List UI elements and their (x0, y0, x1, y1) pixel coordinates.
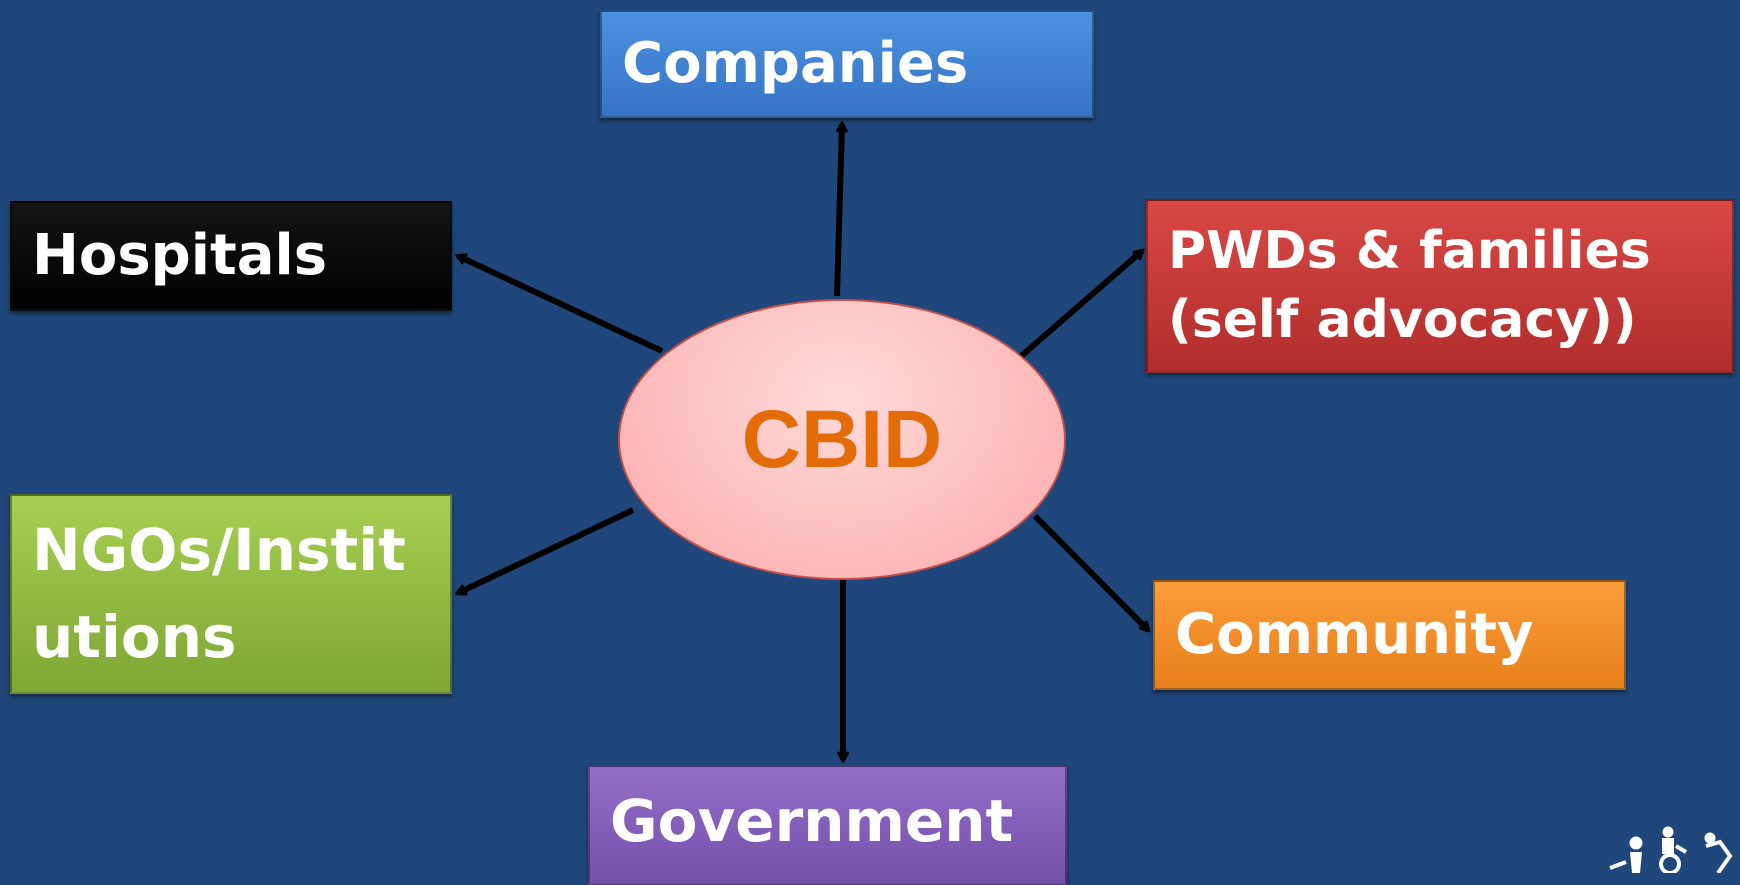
hub-cbid: CBID (618, 299, 1066, 580)
node-ngos-line1: NGOs/Instit (32, 516, 406, 584)
node-pwds-families: PWDs & families (self advocacy)) (1146, 199, 1734, 373)
node-ngos-institutions: NGOs/Instit utions (10, 494, 452, 694)
node-ngos-line2: utions (32, 603, 237, 671)
node-government: Government (588, 765, 1067, 885)
node-pwds-line2: (self advocacy)) (1168, 290, 1637, 350)
arrow-to-pwds (1018, 251, 1142, 360)
disability-people-icon (1609, 826, 1733, 873)
node-companies-label: Companies (622, 31, 969, 97)
arrow-to-companies (834, 124, 842, 297)
node-community-label: Community (1175, 602, 1534, 668)
hub-label: CBID (741, 393, 943, 485)
node-hospitals: Hospitals (10, 201, 452, 311)
node-community: Community (1153, 580, 1626, 690)
node-pwds-line1: PWDs & families (1168, 221, 1651, 282)
node-government-label: Government (610, 787, 1014, 855)
arrow-to-community (1032, 513, 1148, 630)
node-hospitals-label: Hospitals (32, 223, 328, 289)
arrow-to-hospitals (458, 253, 664, 354)
arrow-to-ngos (458, 507, 635, 596)
node-companies: Companies (600, 10, 1094, 118)
